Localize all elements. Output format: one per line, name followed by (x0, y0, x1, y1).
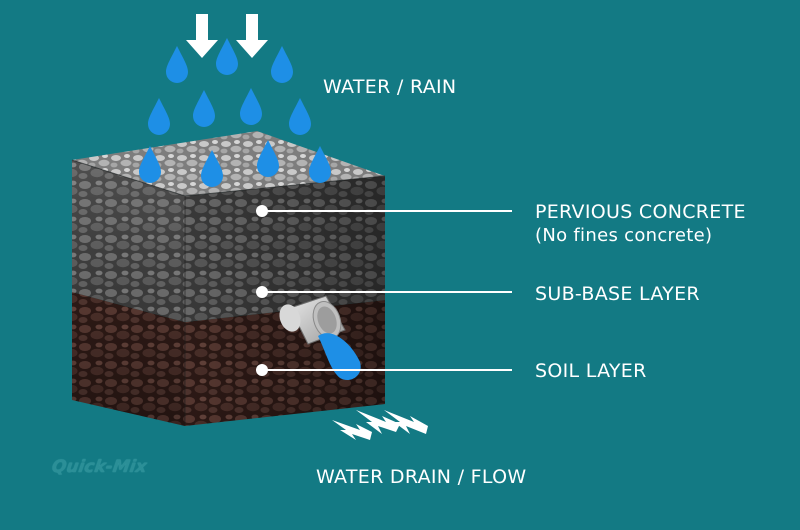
label-pervious-subtitle: (No fines concrete) (535, 225, 713, 246)
pointer-subbase (256, 286, 512, 298)
down-arrow-icon (236, 14, 268, 58)
drain-pipe (279, 295, 346, 345)
pipe-water-stream (318, 333, 361, 381)
water-drop-icon (193, 90, 215, 127)
flow-arrow-icon (332, 420, 372, 440)
flow-arrow-icon (356, 410, 400, 434)
water-drop-icon (139, 146, 161, 183)
pointer-soil (256, 364, 512, 376)
down-arrow-icon (186, 14, 218, 58)
label-soil-layer: SOIL LAYER (535, 360, 647, 382)
water-drop-icon (309, 146, 331, 183)
label-water-rain: WATER / RAIN (323, 76, 457, 98)
label-subbase-layer: SUB-BASE LAYER (535, 283, 700, 305)
water-drop-icon (166, 46, 188, 83)
water-drops (139, 38, 331, 187)
label-pervious-concrete: PERVIOUS CONCRETE (535, 201, 746, 223)
water-drop-icon (257, 140, 279, 177)
quick-mix-logo: Quick-Mix (50, 457, 148, 477)
drain-flow-arrows (332, 410, 428, 440)
block-side-face (185, 176, 385, 426)
rain-arrows (186, 14, 268, 58)
water-drop-icon (289, 98, 311, 135)
pointer-pervious (256, 205, 512, 217)
water-drop-icon (201, 150, 223, 187)
water-drop-icon (148, 98, 170, 135)
water-drop-icon (216, 38, 238, 75)
label-water-drain: WATER DRAIN / FLOW (316, 466, 527, 488)
water-drop-icon (271, 46, 293, 83)
flow-arrow-icon (384, 410, 428, 434)
water-drop-icon (240, 88, 262, 125)
block-front-face (72, 160, 185, 426)
